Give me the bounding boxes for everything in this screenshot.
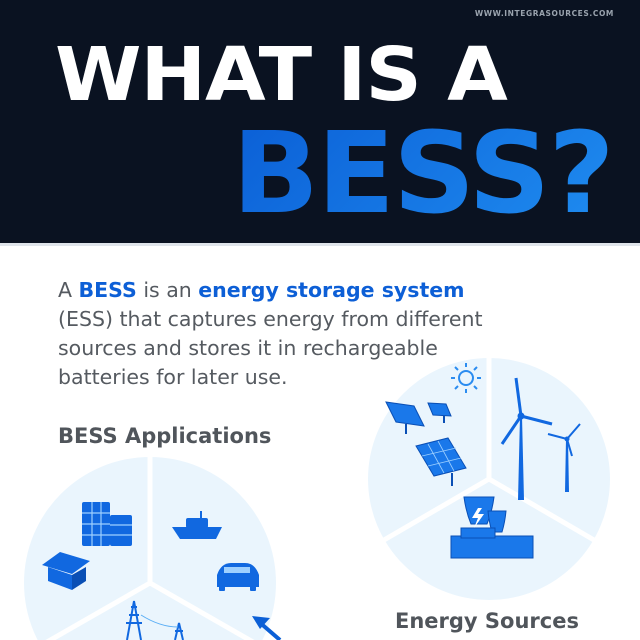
intro-mid: is an: [136, 278, 199, 302]
intro-prefix: A: [58, 278, 79, 302]
intro-rest: (ESS) that captures energy from differen…: [58, 307, 483, 389]
energy-sources-heading: Energy Sources: [395, 609, 579, 633]
site-url: WWW.INTEGRASOURCES.COM: [474, 9, 614, 18]
car-icon: [217, 563, 259, 591]
office-building-icon: [82, 502, 132, 546]
applications-diagram: [24, 455, 282, 640]
wind-turbine-icon: [500, 377, 581, 500]
solar-panel-icon: [385, 401, 467, 486]
power-pylon-icon: [126, 600, 184, 640]
hero-banner: WWW.INTEGRASOURCES.COM WHAT IS A BESS?: [0, 0, 640, 243]
energy-sources-diagram: [368, 356, 610, 600]
ship-icon: [172, 511, 222, 539]
intro-term-bess: BESS: [78, 278, 137, 302]
intro-paragraph: A BESS is an energy storage system (ESS)…: [58, 276, 518, 392]
sun-icon: [451, 363, 481, 393]
arrow-icon: [252, 616, 282, 640]
power-plant-icon: [450, 496, 534, 559]
applications-heading: BESS Applications: [58, 424, 272, 448]
title-line-1: WHAT IS A: [55, 32, 508, 118]
intro-term-ess: energy storage system: [198, 278, 465, 302]
title-line-2: BESS?: [232, 109, 615, 239]
house-icon: [42, 552, 90, 590]
hero-divider: [0, 243, 640, 246]
